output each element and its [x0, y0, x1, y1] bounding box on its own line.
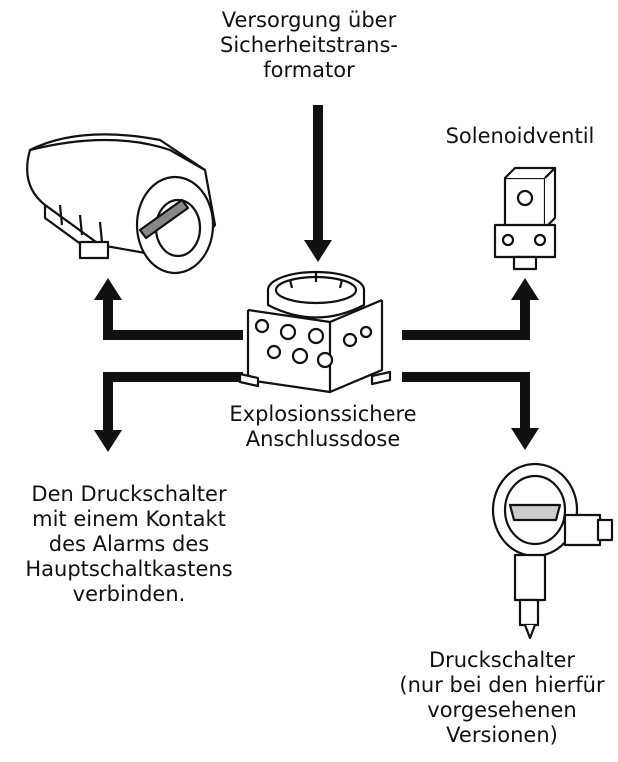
camera-housing-icon — [26, 133, 217, 275]
solenoid-valve-icon — [493, 166, 557, 271]
label-junction-box: Explosionssichere Anschlussdose — [229, 402, 417, 451]
label-alarm-instruction: Den Druckschalter mit einem Kontakt des … — [25, 482, 233, 606]
label-pressure-switch: Druckschalter (nur bei den hierfür vorge… — [399, 648, 605, 747]
arrow-supply-down — [304, 105, 332, 262]
label-solenoid: Solenoidventil — [445, 124, 595, 148]
pressure-switch-icon — [491, 462, 614, 640]
arrow-to-alarm — [94, 372, 243, 452]
arrow-to-pressure-switch — [402, 372, 539, 450]
arrow-to-solenoid — [402, 278, 539, 340]
junction-box-icon — [238, 270, 392, 394]
arrow-to-camera — [94, 278, 243, 340]
label-supply: Versorgung über Sicherheitstrans- format… — [219, 8, 398, 82]
